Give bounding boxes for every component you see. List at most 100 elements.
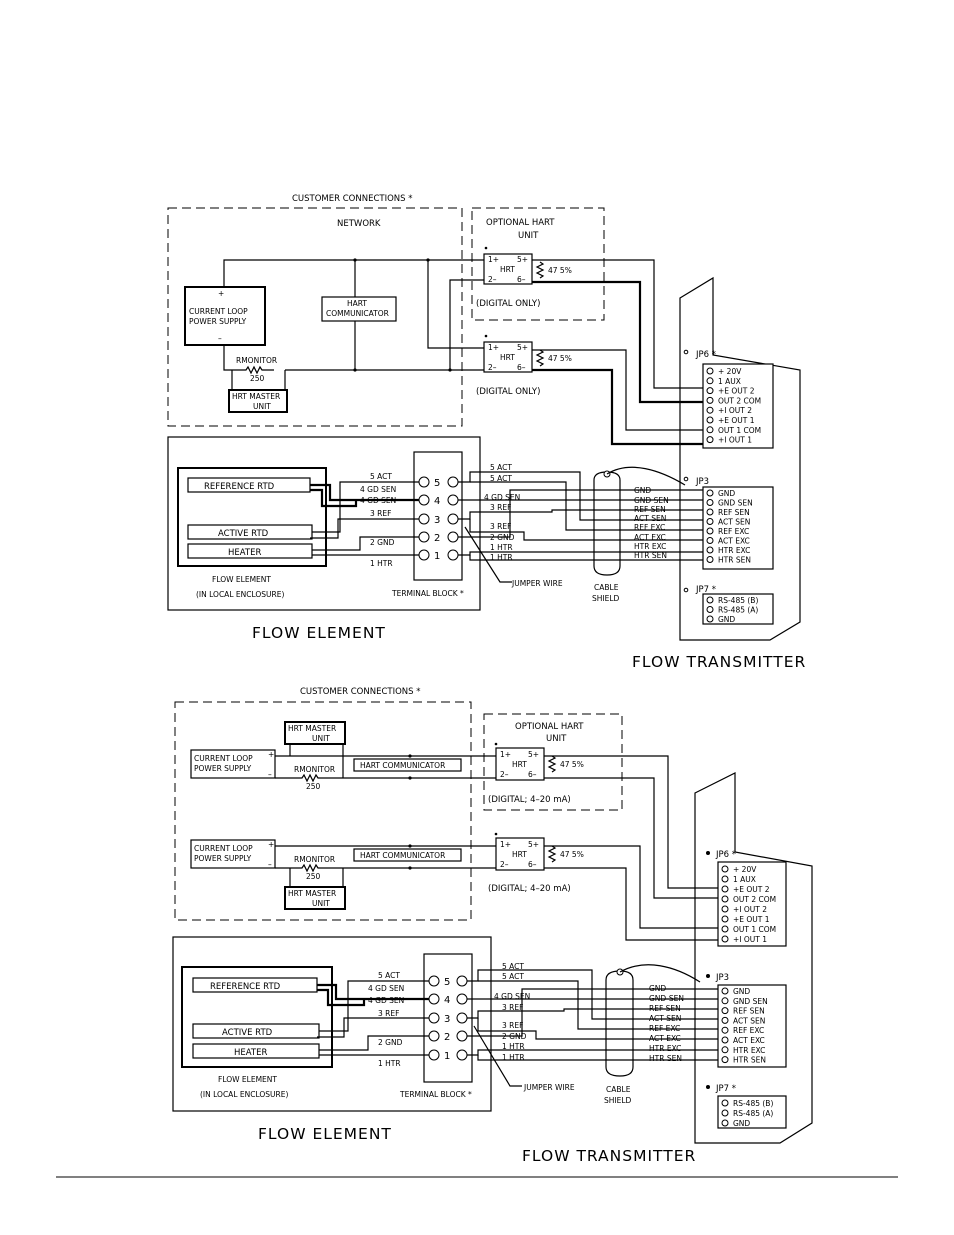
cable-wire-actexc: ACT EXC [634, 533, 666, 542]
cl-label-2: POWER SUPPLY [189, 317, 247, 326]
jp6bot-pin-label-8: +I OUT 1 [733, 935, 767, 944]
resistor-2 [535, 349, 545, 367]
cl2a-label2: POWER SUPPLY [194, 764, 252, 773]
jp3top-pin-label-5: REF EXC [718, 527, 749, 536]
optional-hart-unit-box [471, 207, 605, 321]
hrt3-pin5: 5+ [528, 750, 539, 759]
terminal-block-terminals [418, 476, 459, 561]
terminal-5: 5 [434, 478, 440, 489]
reference-rtd-label: REFERENCE RTD [204, 482, 275, 492]
wire-hrt2-6 [532, 368, 703, 446]
hrt-module-2 [483, 341, 533, 373]
terminal-1: 1 [434, 551, 440, 562]
hrt3-pin1: 1+ [500, 750, 511, 759]
hrt1-pin1: 1+ [488, 255, 499, 264]
jp6top-pin-label-8: +I OUT 1 [718, 436, 752, 445]
optional-hart-unit-box-2 [483, 713, 623, 811]
wire-master [231, 370, 286, 390]
hrt2-pin6: 6– [517, 363, 526, 372]
jp3top-pin-2 [706, 499, 714, 506]
jp6bot-pin-6 [721, 915, 729, 923]
digital-only-label-2: (DIGITAL ONLY) [476, 387, 540, 397]
hrt1-pin2: 2– [488, 275, 497, 284]
jp6top-pin-6 [706, 416, 714, 424]
jp6bot-pin-label-6: +E OUT 1 [733, 915, 770, 924]
jp6top-pin-label-5: +I OUT 2 [718, 406, 752, 415]
cable2-wire-refexc: REF EXC [649, 1024, 680, 1033]
cl-label-1: CURRENT LOOP [189, 307, 248, 316]
cable-wire-refsen: REF SEN [634, 505, 666, 514]
jp6top-pin-label-3: +E OUT 2 [718, 387, 755, 396]
rwire2-3ref-a: 3 REF [502, 1003, 523, 1012]
wire2-label-3ref: 3 REF [378, 1009, 399, 1018]
terminal-2: 2 [434, 533, 440, 544]
jp6top-pin-4 [706, 396, 714, 404]
hrt4-pin5: 5+ [528, 840, 539, 849]
cable2-wire-gndsen: GND-SEN [649, 994, 684, 1003]
rwire-3ref-b: 3 REF [490, 522, 511, 531]
cable2-wire-refsen: REF SEN [649, 1004, 681, 1013]
rwire2-1htr-a: 1 HTR [502, 1042, 525, 1051]
hrt-module-4 [495, 837, 545, 871]
cl2a-plus: + [268, 750, 274, 759]
terminal-block-label: TERMINAL BLOCK * [391, 589, 464, 598]
rmonitor-2b-label: RMONITOR [294, 855, 335, 864]
hrt-master-unit-2a [284, 721, 346, 745]
customer-connections-box [167, 207, 463, 427]
cable-wire-labels: GND GND SEN REF SEN ACT SEN REF EXC ACT … [634, 486, 669, 560]
wire2-label-5act: 5 ACT [378, 971, 400, 980]
rwire-3ref-a: 3 REF [490, 503, 511, 512]
jp6top-pin-label-7: OUT 1 COM [718, 426, 761, 435]
jp3top-pin-8 [706, 556, 714, 563]
jp7-connector [702, 593, 774, 625]
jp3bot-pin-8 [721, 1056, 729, 1064]
cable2-wire-actsen: ACT SEN [649, 1014, 681, 1023]
jp6top-pin-8 [706, 436, 714, 444]
wire-label-4gdsen-a: 4 GD SEN [360, 485, 396, 494]
wire-label-2gnd: 2 GND [370, 538, 395, 547]
cl2b-plus: + [268, 840, 274, 849]
jp3-connector [702, 486, 774, 570]
hrt4-pin1: 1+ [500, 840, 511, 849]
hrt1-label: HRT [500, 265, 515, 274]
hrt3-pin6: 6– [528, 770, 537, 779]
terminal-block-2-label: TERMINAL BLOCK * [399, 1090, 472, 1099]
hrt-master-2a-label1: HRT MASTER [288, 724, 336, 733]
cable2-wire-htrexc: HTR EXC [649, 1044, 681, 1053]
jp3bot-pin-7 [721, 1046, 729, 1054]
cable2-wire-htrsen: HTR SEN [649, 1054, 682, 1063]
jp3bot-pin-5 [721, 1026, 729, 1034]
terminal-2-3: 3 [444, 1014, 450, 1025]
rwire2-4gdsen: 4 GD SEN [494, 992, 530, 1001]
hrt-master-label-1: HRT MASTER [232, 392, 280, 401]
jp3top-pin-6 [706, 537, 714, 544]
heater-2-label: HEATER [234, 1048, 267, 1058]
jp7top-pin-label-3: GND [718, 615, 735, 624]
wire2-label-4gdsen-b: 4 GD SEN [368, 996, 404, 1005]
cl2b-label2: POWER SUPPLY [194, 854, 252, 863]
digital-420-label-1: (DIGITAL; 4–20 mA) [488, 795, 571, 805]
jp3top-pin-1 [706, 489, 714, 497]
hart-comm-2b-label: HART COMMUNICATOR [360, 851, 445, 860]
terminal-2-4: 4 [444, 995, 450, 1006]
jumper-leader [464, 526, 512, 583]
wire-hrt1-5 [532, 259, 703, 389]
optional-hart-unit-label-2: UNIT [546, 734, 567, 744]
jp6bot-pin-7 [721, 925, 729, 933]
jp6bot-pin-4 [721, 895, 729, 903]
jp7top-pin-3 [706, 615, 714, 623]
jp6bot-pin-label-7: OUT 1 COM [733, 925, 776, 934]
flow-element-box-2-label: FLOW ELEMENT [218, 1075, 277, 1084]
jp6bot-pin-3 [721, 885, 729, 893]
hrt4-label: HRT [512, 850, 527, 859]
rmonitor-label: RMONITOR [236, 356, 277, 365]
jp7-pins: RS-485 (B)RS-485 (A)GND [706, 596, 758, 624]
hart-comm-2a-label: HART COMMUNICATOR [360, 761, 445, 770]
jp7bot-pin-label-3: GND [733, 1119, 750, 1128]
hart-comm-label-1: HART [347, 299, 367, 308]
hrt4-pin2: 2– [500, 860, 509, 869]
jp6bot-pin-2 [721, 875, 729, 883]
